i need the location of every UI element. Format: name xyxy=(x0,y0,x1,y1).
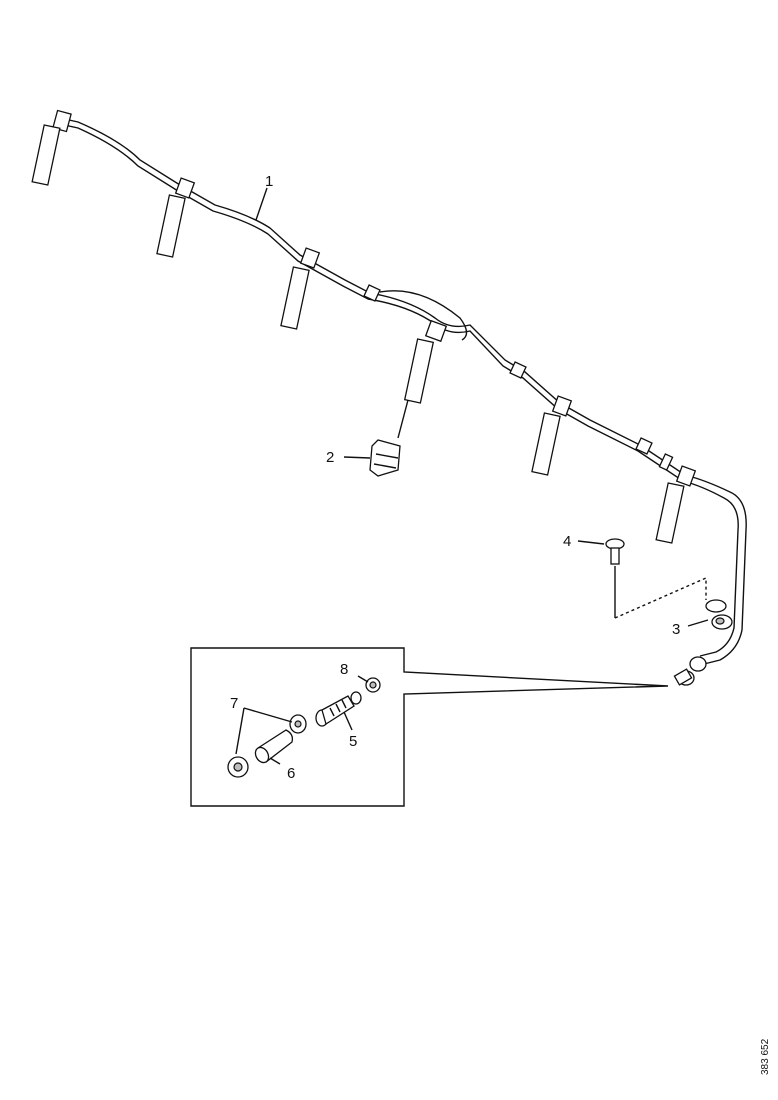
detail-inset xyxy=(190,647,669,807)
harness-clip xyxy=(635,437,653,455)
plug-connector-6 xyxy=(655,465,697,544)
plug-connector-2 xyxy=(156,177,196,258)
harness-clip xyxy=(509,361,527,379)
drawing-number: 383 652 xyxy=(760,1038,771,1075)
bolt xyxy=(605,538,707,619)
sleeve xyxy=(254,729,294,764)
harness-end-plug xyxy=(673,656,707,686)
bracket xyxy=(705,599,733,630)
plug-connector-4 xyxy=(403,319,448,404)
callout-1: 1 xyxy=(265,173,273,190)
callout-7: 7 xyxy=(230,695,238,712)
plug-connector-5 xyxy=(531,395,573,476)
washer xyxy=(365,677,381,693)
adapter-connector xyxy=(369,399,409,477)
callout-2: 2 xyxy=(326,449,334,466)
harness-assembly xyxy=(31,109,747,686)
callout-5: 5 xyxy=(349,733,357,750)
plug-connector-1 xyxy=(31,109,72,186)
leader-lines xyxy=(235,187,709,765)
callout-6: 6 xyxy=(287,765,295,782)
nut-left xyxy=(227,756,249,778)
callout-8: 8 xyxy=(340,661,348,678)
screw xyxy=(315,691,362,727)
callout-3: 3 xyxy=(672,621,680,638)
harness-clip xyxy=(363,284,381,302)
callout-4: 4 xyxy=(563,533,571,550)
harness-clip xyxy=(658,453,674,471)
plug-connector-3 xyxy=(280,247,321,330)
nut-right xyxy=(289,714,307,734)
